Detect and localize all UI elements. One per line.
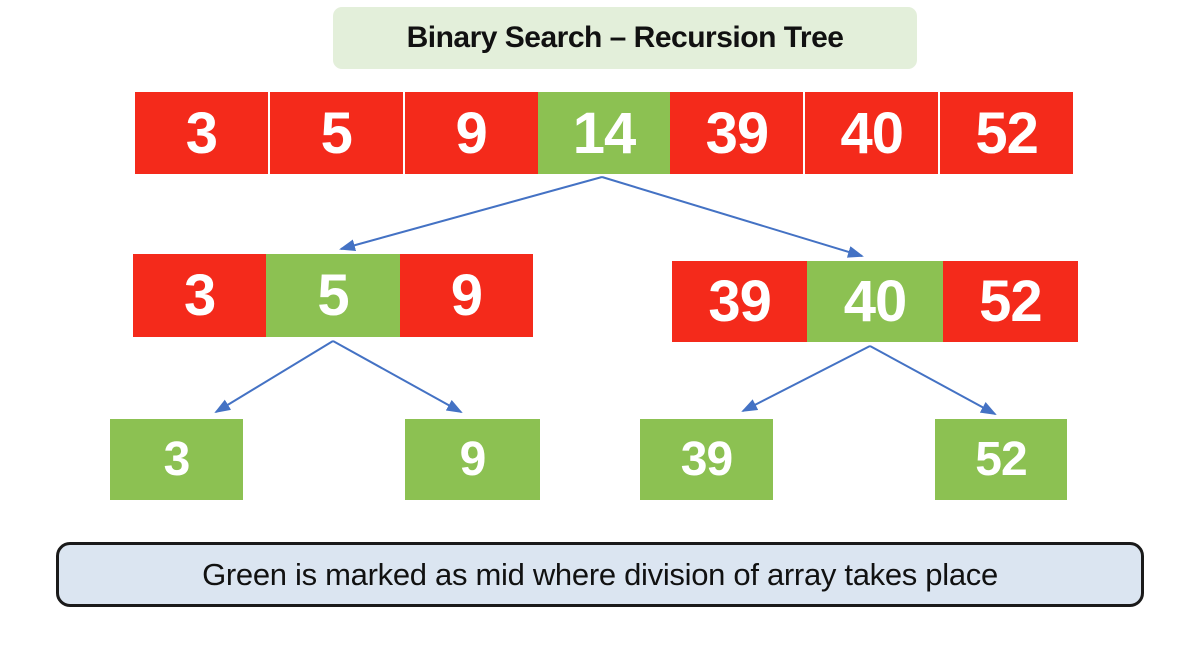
array-cell: 9 [399,254,533,337]
array-cell: 39 [672,261,808,342]
array-cell: 39 [670,92,806,174]
arrow-root-to-right-subarray [601,176,864,258]
legend-caption: Green is marked as mid where division of… [56,542,1144,607]
leaf-node: 52 [935,419,1067,500]
array-cell-mid: 40 [807,261,943,342]
diagram-title: Binary Search – Recursion Tree [333,7,917,69]
leaf-node: 9 [405,419,540,500]
diagram-title-text: Binary Search – Recursion Tree [406,21,844,54]
arrow-left-mid-to-leaf-9 [332,340,463,413]
arrow-right-mid-to-leaf-39 [741,345,871,412]
arrow-root-to-left-subarray [339,176,603,252]
right-subarray: 39 40 52 [672,261,1078,342]
array-cell: 52 [940,92,1074,174]
leaf-node: 39 [640,419,773,500]
left-subarray: 3 5 9 [133,254,533,337]
legend-caption-text: Green is marked as mid where division of… [202,556,998,592]
arrow-left-mid-to-leaf-3 [214,340,334,414]
array-cell-mid: 5 [266,254,400,337]
array-cell: 3 [133,254,267,337]
array-cell: 52 [942,261,1078,342]
leaf-node: 3 [110,419,243,500]
array-cell: 5 [269,92,405,174]
root-array: 3 5 9 14 39 40 52 [135,92,1074,174]
array-cell: 3 [135,92,270,174]
array-cell: 9 [404,92,538,174]
array-cell-mid: 14 [537,92,671,174]
array-cell: 40 [805,92,941,174]
arrow-right-mid-to-leaf-52 [869,345,997,415]
